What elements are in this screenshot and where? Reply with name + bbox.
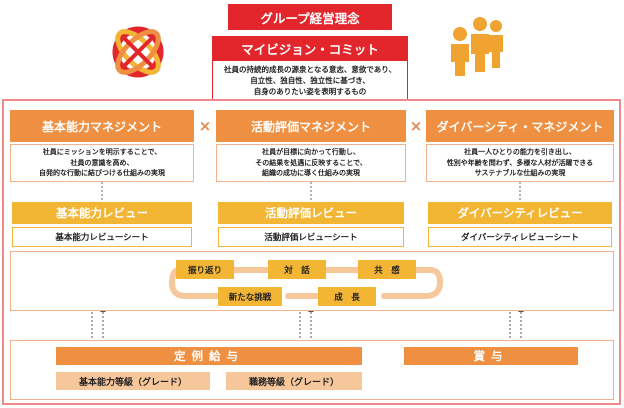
mission-line: 社員の持続的成長の源泉となる意志、意欲であり、 [224,64,396,74]
mission-line: 自立性、独自性、独立性に基づき、 [250,75,370,85]
cycle-step-dialogue: 対 話 [268,260,326,279]
group-philosophy-box: グループ経営理念 [228,4,392,30]
cycle-step-empathy: 共 感 [358,260,416,279]
mission-statement: 社員の持続的成長の源泉となる意志、意欲であり、 自立性、独自性、独立性に基づき、… [212,60,408,100]
review-basic-ability: 基本能力レビュー [12,202,192,224]
cycle-step-growth: 成 長 [318,287,376,306]
logo-icon [108,22,168,82]
my-vision-box: マイビジョン・コミット [212,36,408,60]
column-diversity-desc: 社員一人ひとりの能力を引き出し、 性別や年齢を問わず、多様な人材が活躍できる サ… [426,144,614,182]
people-group-icon [440,12,510,76]
mission-line: 自身のありたい姿を表明するもの [253,86,367,96]
sheet-activity-evaluation: 活動評価レビューシート [218,227,404,247]
sheet-diversity: ダイバーシティレビューシート [428,227,612,247]
regular-salary-box: 定例給与 [56,347,362,365]
cycle-step-reflection: 振り返り [176,260,234,279]
basic-ability-grade-box: 基本能力等級（グレード） [56,372,210,390]
column-activity-evaluation-title: 活動評価マネジメント [216,110,406,142]
job-grade-box: 職務等級（グレード） [226,372,362,390]
column-diversity-title: ダイバーシティ・マネジメント [426,110,614,142]
review-diversity: ダイバーシティレビュー [428,202,612,224]
review-activity-evaluation: 活動評価レビュー [218,202,404,224]
multiply-icon: × [198,117,212,135]
cycle-step-new-challenge: 新たな挑戦 [218,287,282,306]
column-activity-evaluation-desc: 社員が目標に向かって行動し、 その結果を処遇に反映することで、 組織の成功に導く… [216,144,406,182]
bonus-box: 賞与 [404,347,578,365]
multiply-icon: × [409,117,423,135]
sheet-basic-ability: 基本能力レビューシート [12,227,192,247]
column-basic-ability-desc: 社員にミッションを明示することで、 社員の意識を高め、 自発的な行動に結びつける… [10,144,194,182]
column-basic-ability-title: 基本能力マネジメント [10,110,194,142]
